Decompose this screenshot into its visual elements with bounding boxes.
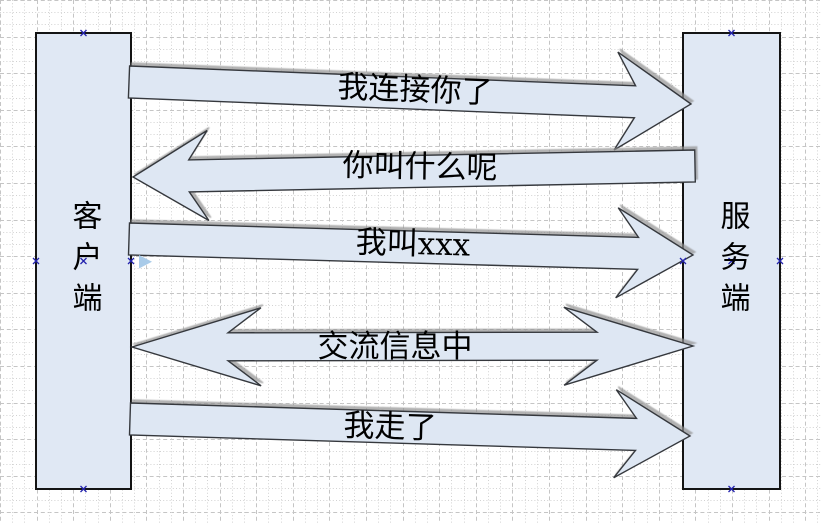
message-arrow-4-exchange[interactable] (129, 306, 696, 387)
connection-point-icon[interactable] (80, 257, 87, 265)
message-arrow-2-ask-name[interactable] (131, 129, 697, 222)
connection-point-icon[interactable] (80, 29, 87, 37)
arrow-label-exchange: 交流信息中 (318, 329, 473, 365)
connection-points[interactable] (32, 29, 784, 493)
connection-point-icon[interactable] (728, 29, 735, 37)
arrow-label-leave: 我走了 (343, 408, 437, 447)
arrow-label-connect: 我连接你了 (337, 69, 493, 111)
connection-point-icon[interactable] (80, 485, 87, 493)
message-arrow-5-leave[interactable] (128, 389, 692, 479)
message-arrow-3-answer-name[interactable] (127, 207, 695, 299)
connection-point-icon[interactable] (728, 485, 735, 493)
connection-point-icon[interactable] (679, 257, 687, 265)
connection-point-icon[interactable] (127, 257, 135, 265)
connection-point-icon[interactable] (776, 257, 784, 265)
arrow-label-answer-name: 我叫xxx (355, 224, 471, 263)
connection-point-icon[interactable] (32, 257, 40, 265)
message-arrow-1-connect[interactable] (127, 51, 693, 151)
connection-point-icon[interactable] (728, 257, 735, 265)
autoconnect-arrow-icon[interactable] (139, 255, 152, 269)
arrow-label-ask-name: 你叫什么呢 (342, 148, 498, 187)
